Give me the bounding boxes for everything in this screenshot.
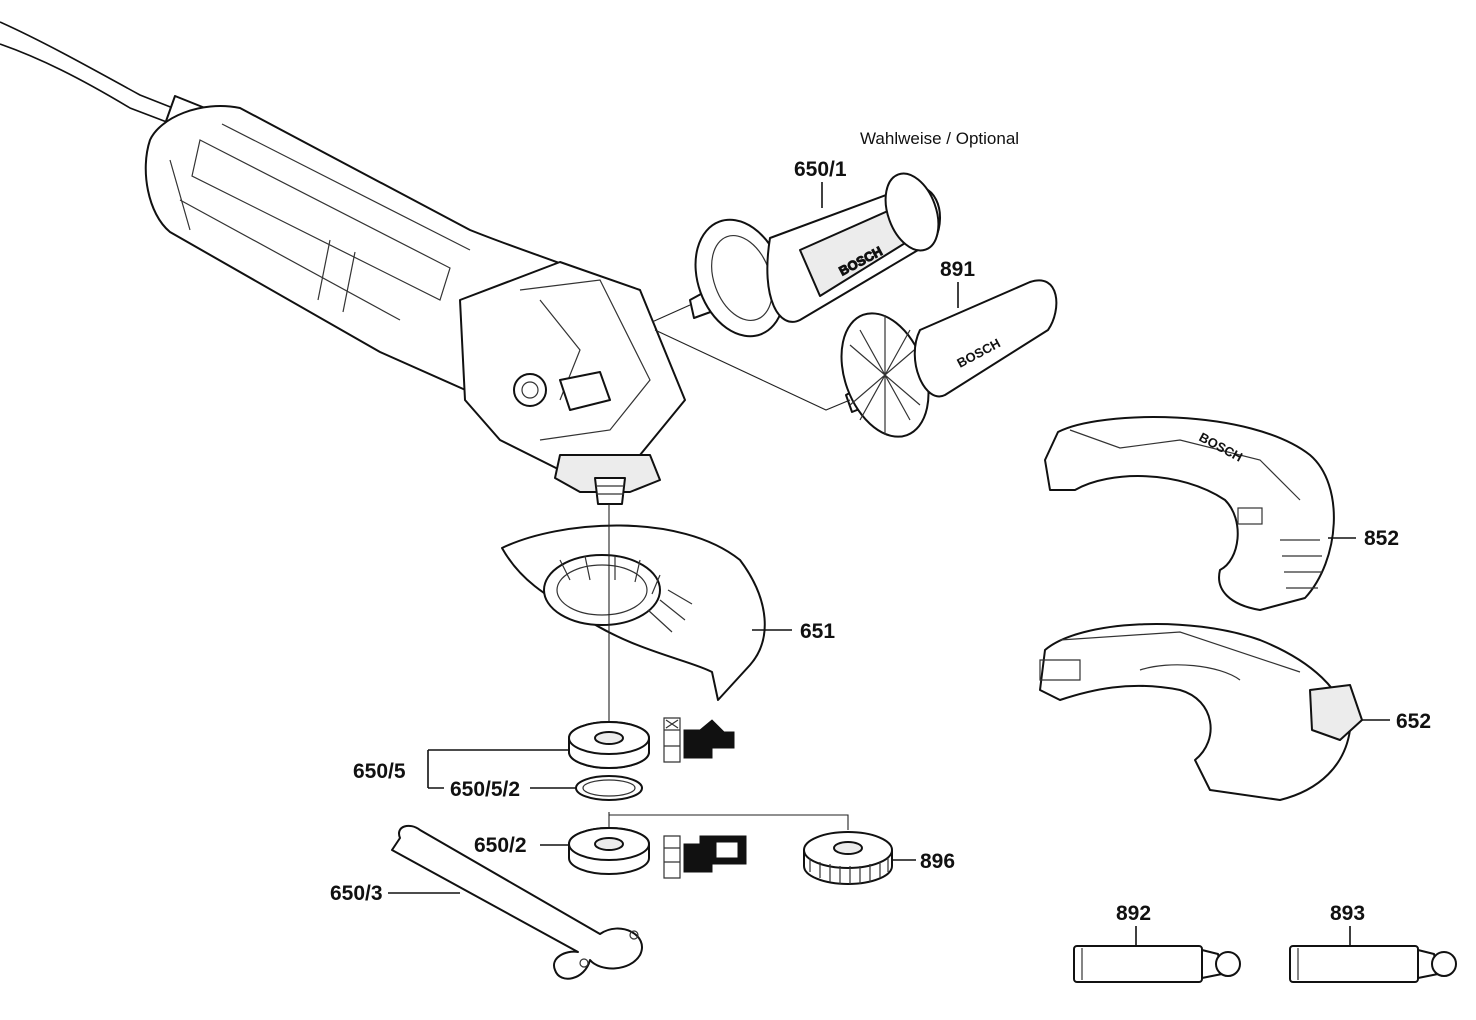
guard-652-lever bbox=[1309, 684, 1363, 741]
aux-handle-891: BOSCH bbox=[840, 279, 1058, 438]
optional-note: Wahlweise / Optional bbox=[860, 129, 1019, 148]
quick-nut-896 bbox=[803, 831, 893, 885]
guard-651-collar bbox=[543, 554, 661, 626]
flange-650-2 bbox=[568, 827, 650, 875]
tube-892-body bbox=[1073, 945, 1203, 983]
leader-handle-891 bbox=[654, 329, 851, 411]
guard-652 bbox=[1039, 622, 1363, 801]
spindle-collar bbox=[554, 454, 661, 493]
gear-head bbox=[459, 261, 686, 471]
tube-893-cap bbox=[1431, 951, 1457, 977]
label-650-3: 650/3 bbox=[330, 882, 383, 905]
grease-tube-893 bbox=[1289, 945, 1457, 983]
label-651: 651 bbox=[800, 620, 835, 643]
label-650-2: 650/2 bbox=[474, 834, 527, 857]
label-896: 896 bbox=[920, 850, 955, 873]
label-852: 852 bbox=[1364, 527, 1399, 550]
aux-handle-650-1: BOSCH bbox=[689, 172, 941, 338]
label-650-5-2: 650/5/2 bbox=[450, 778, 520, 801]
angle-grinder-body bbox=[0, 21, 686, 505]
leader-handle-650-1 bbox=[651, 304, 691, 323]
tube-893-body bbox=[1289, 945, 1419, 983]
label-892: 892 bbox=[1116, 902, 1151, 925]
flange-650-5 bbox=[568, 721, 650, 769]
grease-tube-892 bbox=[1073, 945, 1241, 983]
handle-end-cap bbox=[884, 172, 940, 252]
bracket-650-5 bbox=[427, 749, 568, 789]
guard-652-shell bbox=[1039, 622, 1351, 801]
cutting-guard-852-shell bbox=[1044, 416, 1335, 611]
spanner-650-3 bbox=[391, 824, 643, 980]
label-650-5: 650/5 bbox=[353, 760, 406, 783]
tube-892-cap bbox=[1215, 951, 1241, 977]
flange-650-5-profile-icon bbox=[663, 717, 735, 763]
cutting-guard-852: BOSCH bbox=[1044, 416, 1335, 611]
label-891: 891 bbox=[940, 258, 975, 281]
spanner-body bbox=[391, 824, 643, 980]
guard-651 bbox=[501, 524, 766, 701]
handle-891-grip bbox=[913, 279, 1058, 398]
label-652: 652 bbox=[1396, 710, 1431, 733]
flange-650-2-profile-icon bbox=[663, 835, 747, 879]
leader-nut-896 bbox=[609, 814, 849, 830]
power-cord bbox=[0, 21, 179, 111]
spindle-thread bbox=[594, 477, 626, 505]
label-650-1: 650/1 bbox=[794, 158, 847, 181]
spindle-lock-button bbox=[513, 373, 547, 407]
label-893: 893 bbox=[1330, 902, 1365, 925]
